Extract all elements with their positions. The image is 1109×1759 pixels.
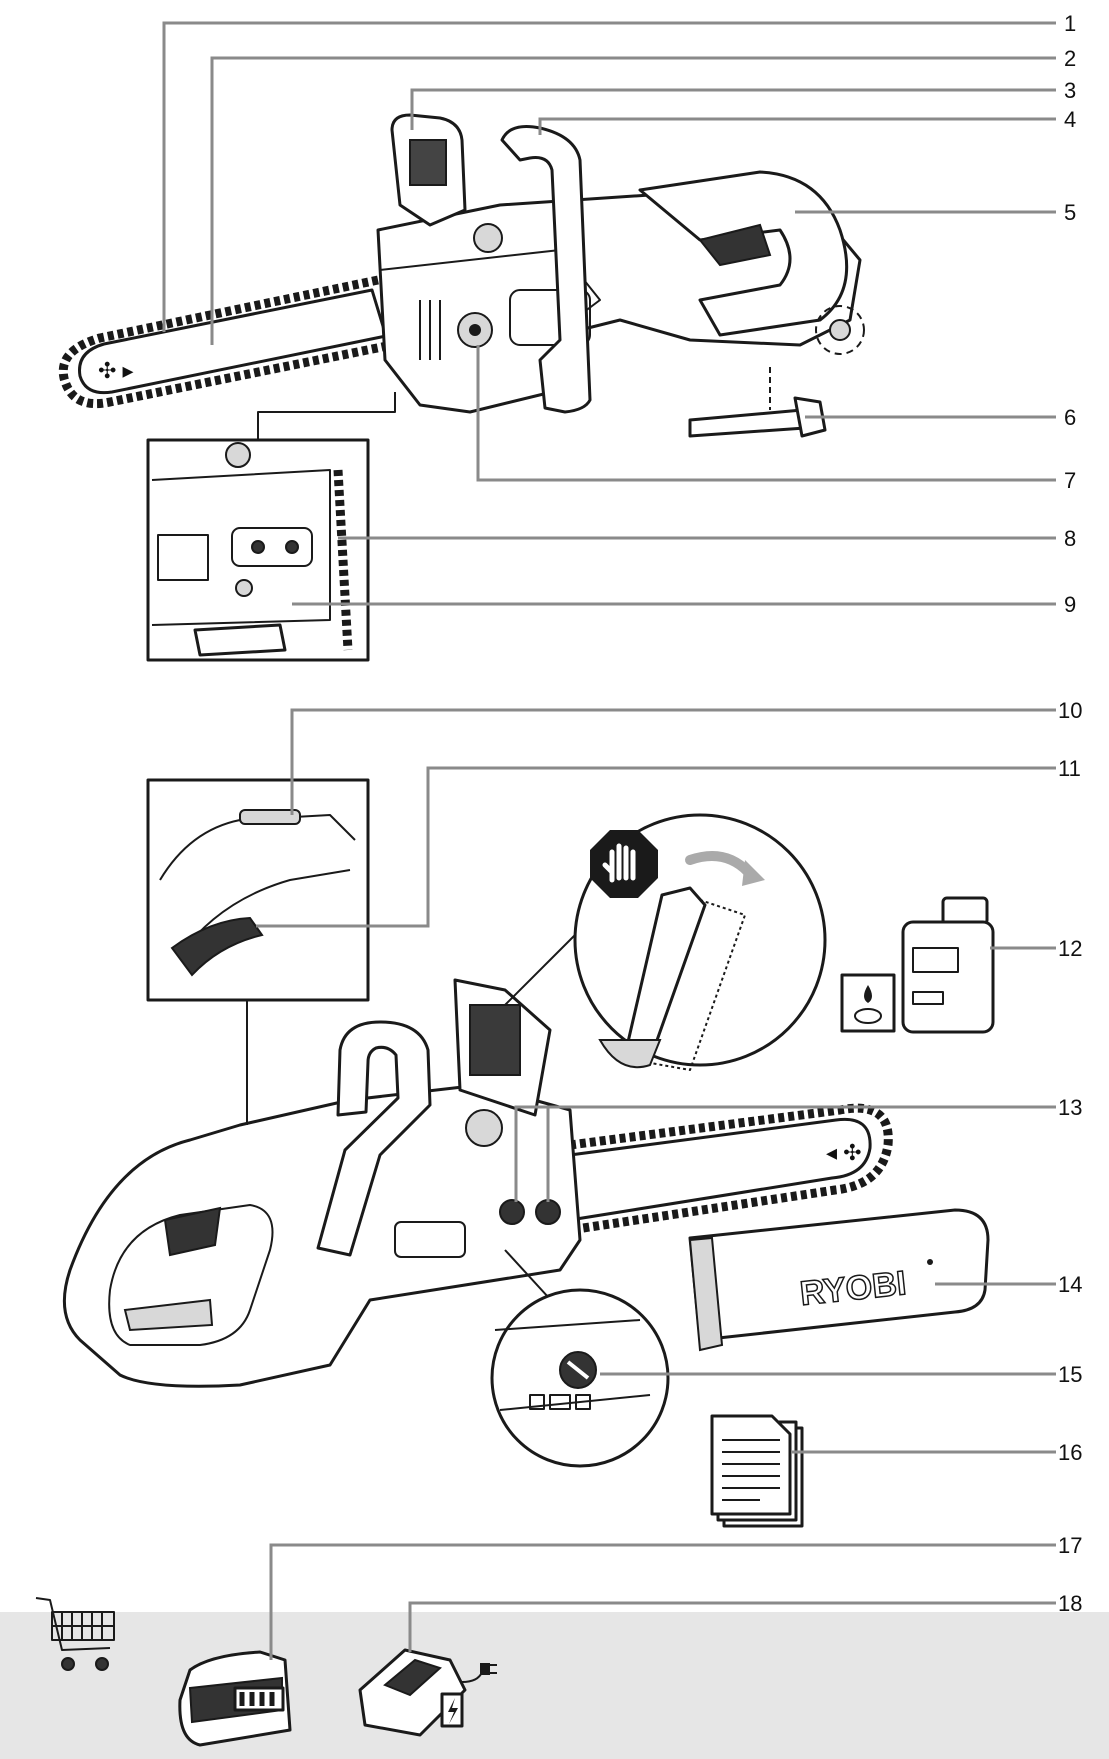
callout-number-6: 6 <box>1064 405 1076 430</box>
svg-text:◂ ✣: ◂ ✣ <box>826 1140 862 1165</box>
callout-leaders <box>162 21 1056 1660</box>
guide-bar-top <box>78 288 388 395</box>
oil-screw-detail <box>490 1249 670 1468</box>
callout-number-8: 8 <box>1064 526 1076 551</box>
callout-number-14: 14 <box>1058 1272 1082 1297</box>
plug-icon <box>461 1663 497 1683</box>
callout-numbers: 1 2 3 4 5 6 7 8 9 10 11 12 13 14 15 16 1… <box>1058 11 1082 1616</box>
chain-brake-detail <box>504 813 827 1071</box>
callout-number-4: 4 <box>1064 107 1076 132</box>
svg-text:✣ ▸: ✣ ▸ <box>98 358 134 383</box>
stop-hand-icon <box>590 830 658 898</box>
callout-number-3: 3 <box>1064 78 1076 103</box>
inset-bar-clamp <box>146 392 396 662</box>
chainsaw-top-view: ✣ ▸ <box>58 113 865 438</box>
callout-number-9: 9 <box>1064 592 1076 617</box>
lightning-icon <box>448 1698 458 1724</box>
leader-1 <box>162 21 1056 332</box>
callout-number-7: 7 <box>1064 468 1076 493</box>
callout-number-12: 12 <box>1058 936 1082 961</box>
leader-4 <box>538 117 1056 135</box>
callout-number-5: 5 <box>1064 200 1076 225</box>
leader-11 <box>256 766 1056 928</box>
callout-number-16: 16 <box>1058 1440 1082 1465</box>
battery <box>178 1650 292 1747</box>
callout-number-18: 18 <box>1058 1591 1082 1616</box>
chain-brake-lever <box>623 886 707 1062</box>
callout-number-11: 11 <box>1058 756 1081 781</box>
charger <box>358 1648 497 1737</box>
callout-number-2: 2 <box>1064 46 1076 71</box>
sprocket-knob-2 <box>535 1199 561 1225</box>
callout-number-17: 17 <box>1058 1533 1082 1558</box>
callout-number-10: 10 <box>1058 698 1082 723</box>
inset-trigger <box>146 778 370 1125</box>
leader-2 <box>210 56 1056 345</box>
scabbard: RYOBI <box>688 1208 990 1352</box>
callout-number-1: 1 <box>1064 11 1076 36</box>
combination-tool-shaft <box>688 408 807 438</box>
callout-number-13: 13 <box>1058 1095 1082 1120</box>
front-handle-side <box>316 1020 432 1257</box>
leader-13 <box>514 1105 1056 1202</box>
operator-manual <box>710 1414 804 1528</box>
saw-chain-top <box>58 275 393 409</box>
leader-18 <box>408 1601 1056 1652</box>
callout-number-15: 15 <box>1058 1362 1082 1387</box>
guide-bar-side <box>568 1117 872 1222</box>
leader-10 <box>290 708 1056 815</box>
leader-7 <box>476 345 1056 482</box>
oil-drop-icon <box>854 985 882 1024</box>
front-handle-top <box>500 125 592 414</box>
oil-bottle <box>840 896 995 1034</box>
shopping-cart-icon <box>35 1597 115 1671</box>
leader-17 <box>269 1543 1056 1660</box>
sprocket-knob-1 <box>499 1199 525 1225</box>
accessory-band <box>0 1612 1109 1759</box>
trigger-inset <box>170 916 264 977</box>
leader-3 <box>410 88 1056 130</box>
chainsaw-side-view: ◂ ✣ <box>62 978 893 1388</box>
rear-handle-top <box>638 170 849 337</box>
